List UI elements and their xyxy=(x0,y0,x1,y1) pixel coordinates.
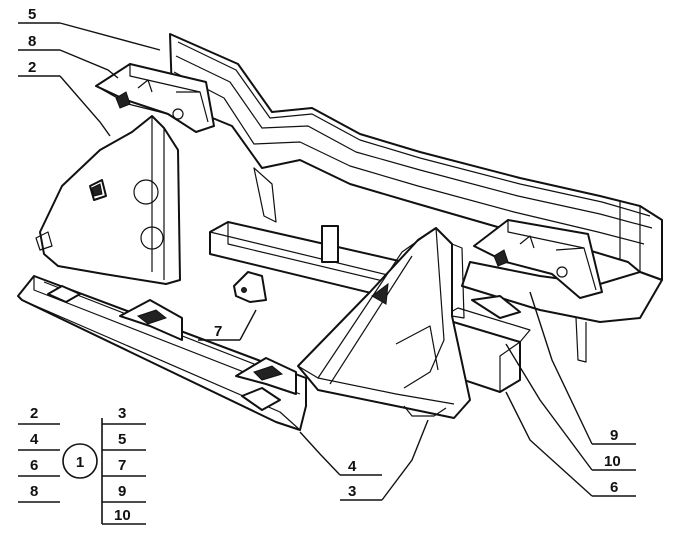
legend-left-0: 2 xyxy=(30,405,38,422)
legend-assembly-number: 1 xyxy=(76,454,84,471)
callout-labels: 5 8 2 7 4 3 9 10 6 xyxy=(28,6,621,500)
legend-right-3: 9 xyxy=(118,483,126,500)
legend-left-3: 8 xyxy=(30,483,38,500)
bracket-part-7 xyxy=(233,271,267,303)
legend-assembly-circle xyxy=(62,443,98,479)
callout-7: 7 xyxy=(214,323,222,340)
side-member-part-5 xyxy=(169,33,663,363)
legend-left-2: 6 xyxy=(30,457,38,474)
callout-leaders xyxy=(18,22,636,501)
callout-9: 9 xyxy=(610,427,618,444)
legend-right-0: 3 xyxy=(118,405,126,422)
front-member-part-4 xyxy=(17,275,307,431)
gusset-part-3 xyxy=(297,227,471,419)
callout-3: 3 xyxy=(348,483,356,500)
callout-10: 10 xyxy=(604,453,621,470)
upper-bracket-part-9 xyxy=(473,219,603,299)
callout-4: 4 xyxy=(348,458,357,475)
gusset-plate-part-2 xyxy=(35,115,181,285)
upper-bracket-part-8 xyxy=(95,63,215,133)
legend-right-2: 7 xyxy=(118,457,126,474)
legend-left-1: 4 xyxy=(30,431,39,448)
callout-5: 5 xyxy=(28,6,36,23)
part-legend: 1 2 4 6 8 3 5 7 9 10 xyxy=(18,405,146,525)
callout-2: 2 xyxy=(28,59,36,76)
center-rail xyxy=(209,167,431,301)
callout-8: 8 xyxy=(28,33,36,50)
legend-right-4: 10 xyxy=(114,507,131,524)
legend-right-1: 5 xyxy=(118,431,126,448)
callout-6: 6 xyxy=(610,479,618,496)
